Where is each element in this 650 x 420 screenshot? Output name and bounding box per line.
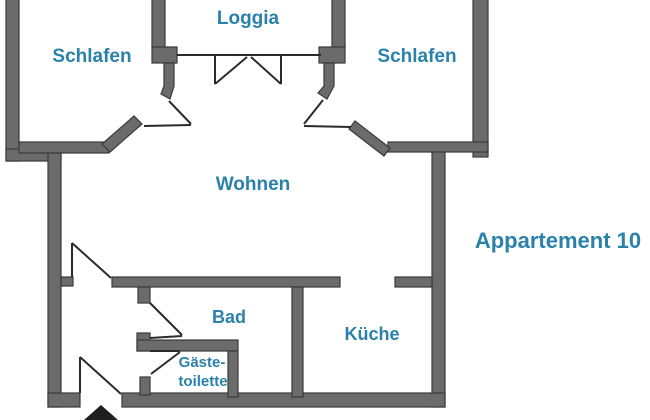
wall-schlafen-right-diagonal [348, 120, 391, 157]
entrance-arrow-icon [84, 405, 118, 420]
wall-gaeste-right [227, 350, 239, 398]
wall-kueche-top-right [394, 276, 433, 288]
wall-loggia-left-jamb [160, 62, 175, 100]
wall-bad-kueche-divider [291, 286, 304, 398]
wall-bottom-left-piece [47, 392, 81, 408]
wall-loggia-right-upper [331, 0, 346, 49]
schlafen-walls [18, 115, 489, 157]
wall-hall-door-stub [60, 276, 74, 287]
wall-loggia-left-pillar [151, 46, 178, 64]
bad-door-swing [149, 335, 183, 339]
loggia-door-left-swing [214, 56, 248, 85]
interior-walls [60, 276, 433, 398]
loggia-door-right-swing [250, 56, 282, 85]
wall-loggia-right-pillar [318, 46, 346, 64]
wall-outer-right-upper [472, 0, 489, 158]
loggia-walls [151, 0, 346, 100]
wall-bad-door-upper-stub [137, 286, 151, 304]
wall-bad-kueche-top-left [111, 276, 341, 288]
wall-gaeste-left-stub [139, 376, 151, 396]
schlafen-right-door-leaf [303, 99, 324, 125]
wall-bottom-main [121, 392, 446, 408]
schlafen-right-door-swing [303, 125, 352, 128]
wall-schlafen-right-bottom [387, 141, 489, 153]
gaeste-door-leaf [150, 351, 181, 375]
wall-outer-left-upper [5, 0, 20, 162]
bad-door-leaf [149, 302, 183, 336]
schlafen-left-door-leaf [168, 100, 192, 125]
wall-schlafen-left-bottom [18, 141, 110, 154]
wall-gaeste-top [136, 339, 239, 352]
page-title: Appartement 10 [475, 228, 641, 253]
room-label-schlafen-left: Schlafen [52, 46, 131, 67]
entry-door-swing [79, 356, 122, 395]
room-label-wohnen: Wohnen [216, 174, 291, 195]
wohnen-door-swing [71, 242, 112, 279]
room-label-kueche: Küche [344, 324, 399, 344]
room-label-loggia: Loggia [217, 8, 280, 29]
door-swings [71, 54, 352, 395]
room-label-bad: Bad [212, 307, 246, 327]
wall-outer-right-lower [431, 147, 446, 408]
wall-loggia-right-jamb [317, 62, 335, 100]
wall-outer-left-lower [47, 152, 62, 408]
schlafen-left-door-swing [143, 124, 192, 127]
wall-loggia-left-upper [151, 0, 166, 49]
room-label-gaeste-line1: Gäste- [179, 354, 226, 371]
room-label-gaeste-line2: toilette [178, 373, 227, 390]
wall-schlafen-left-diagonal [101, 115, 143, 153]
room-label-schlafen-right: Schlafen [377, 46, 456, 67]
